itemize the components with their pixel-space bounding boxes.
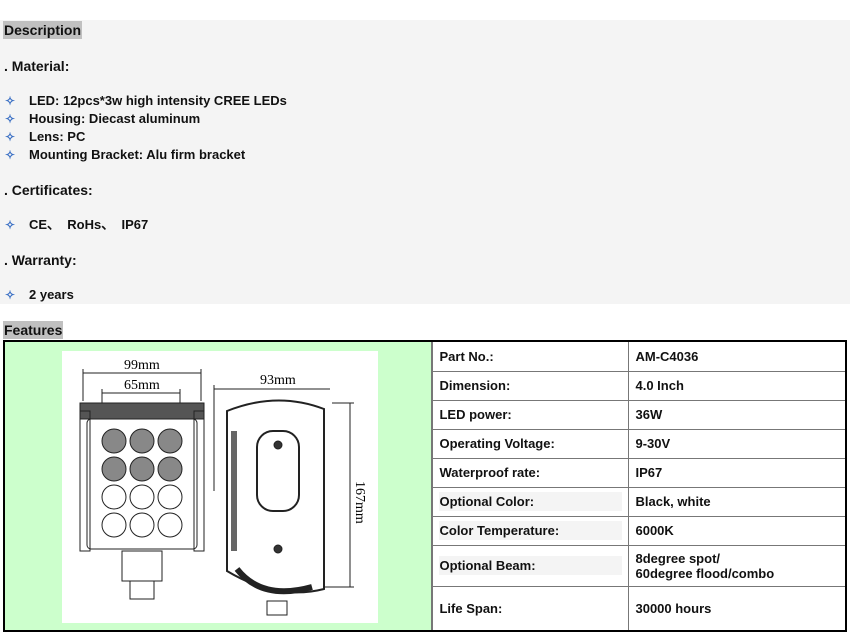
bullet-icon: ✧: [5, 218, 16, 232]
table-row: Color Temperature:6000K: [432, 515, 845, 546]
bullet-icon: ✧: [5, 288, 16, 302]
list-item: ✧2 years: [5, 287, 74, 302]
width-label: 99mm: [124, 358, 160, 373]
bullet-icon: ✧: [5, 148, 16, 162]
description-heading: Description: [3, 21, 83, 39]
table-row: Optional Beam:8degree spot/60degree floo…: [432, 544, 845, 587]
list-item: ✧Lens: PC: [5, 129, 86, 144]
list-item: ✧CE、 RoHs、 IP67: [5, 217, 149, 232]
description-section: [0, 20, 850, 304]
certificates-title: . Certificates:: [4, 182, 93, 198]
bullet-icon: ✧: [5, 112, 16, 126]
table-row: Part No.:AM-C4036: [432, 342, 845, 372]
table-row: Operating Voltage:9-30V: [432, 428, 845, 459]
warranty-title: . Warranty:: [4, 252, 77, 268]
material-title: . Material:: [4, 58, 70, 74]
spec-table: Part No.:AM-C4036 Dimension:4.0 Inch LED…: [432, 342, 845, 630]
bullet-icon: ✧: [5, 94, 16, 108]
list-item: ✧Mounting Bracket: Alu firm bracket: [5, 147, 246, 162]
table-row: Dimension:4.0 Inch: [432, 370, 845, 401]
product-image-cell: 99mm 65mm 93mm 167mm: [5, 342, 433, 630]
table-row: Optional Color:Black, white: [432, 486, 845, 517]
features-table: 99mm 65mm 93mm 167mm Part No.:AM-C4036 D…: [3, 340, 847, 632]
list-item: ✧LED: 12pcs*3w high intensity CREE LEDs: [5, 93, 287, 108]
depth-label: 93mm: [260, 373, 296, 388]
features-heading: Features: [3, 321, 64, 339]
height-label: 167mm: [352, 481, 367, 524]
dimension-drawing: 99mm 65mm 93mm 167mm: [62, 351, 378, 623]
table-row: Life Span:30000 hours: [432, 585, 845, 630]
inner-width-label: 65mm: [124, 378, 160, 393]
table-row: Waterproof rate:IP67: [432, 457, 845, 488]
list-item: ✧Housing: Diecast aluminum: [5, 111, 201, 126]
table-row: LED power:36W: [432, 399, 845, 430]
bullet-icon: ✧: [5, 130, 16, 144]
